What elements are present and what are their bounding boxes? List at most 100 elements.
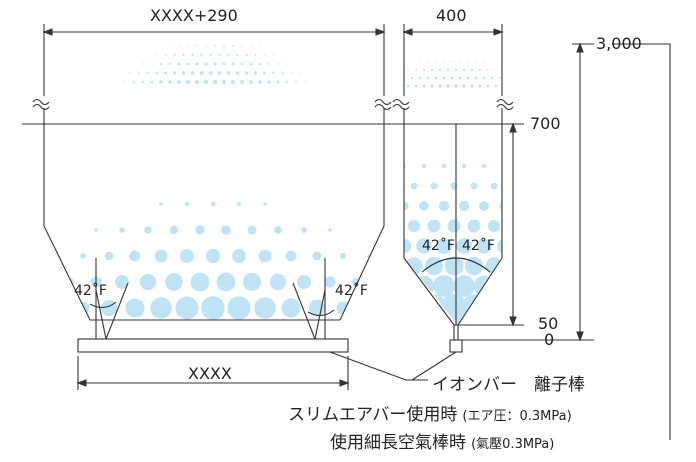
dot (44, 279, 47, 285)
dot (411, 77, 413, 79)
dot (466, 92, 470, 96)
dot (490, 76, 494, 80)
angle-lines-left (89, 258, 335, 340)
dot (144, 226, 152, 234)
dot (146, 71, 149, 75)
dot (464, 256, 484, 276)
dot (434, 92, 438, 96)
dot (29, 306, 34, 311)
dot (443, 61, 445, 63)
dot (386, 258, 402, 274)
dot (474, 76, 478, 80)
dot (384, 336, 403, 355)
dot (426, 92, 430, 96)
dot (258, 80, 262, 84)
dot (451, 61, 453, 63)
dot (483, 61, 485, 63)
dot (119, 227, 125, 233)
dot (403, 335, 425, 357)
dot (404, 276, 414, 296)
dot (421, 163, 427, 169)
dot (243, 273, 261, 291)
dot (450, 76, 454, 80)
dot (267, 80, 271, 84)
dot (434, 76, 438, 80)
dot (155, 71, 158, 75)
dot (385, 297, 404, 316)
dot (263, 202, 267, 206)
dot (217, 89, 222, 94)
dot (494, 276, 502, 296)
dot (511, 85, 513, 87)
dot (299, 72, 302, 74)
dot (277, 63, 279, 65)
dot (379, 279, 384, 285)
dot (377, 329, 387, 339)
caption-line-3: 使用細長空氣棒時 (氣壓0.3MPa) (330, 428, 554, 453)
dot (63, 327, 77, 341)
left-hopper-outline (43, 44, 385, 321)
dot (499, 77, 501, 79)
dot (324, 276, 336, 288)
dot (186, 62, 190, 66)
dot (247, 225, 257, 235)
dot (244, 89, 249, 94)
dot (150, 297, 172, 319)
dot-pattern-top-right (404, 61, 513, 96)
dot (407, 219, 421, 233)
dot (375, 317, 393, 335)
dot (218, 53, 221, 57)
dot-pattern-right (375, 163, 502, 358)
dot (406, 84, 410, 88)
dot (208, 89, 213, 94)
dot (190, 272, 210, 292)
dot (281, 90, 284, 93)
dot (115, 275, 129, 289)
dot (462, 334, 486, 358)
dot (272, 71, 275, 75)
dot (146, 89, 149, 92)
dot (263, 89, 267, 93)
leader-lines (329, 351, 457, 381)
dot (285, 250, 297, 262)
dot (169, 45, 171, 47)
dot (205, 248, 221, 264)
break-mark-right-1 (392, 98, 410, 111)
dot (479, 201, 489, 211)
dot (418, 76, 422, 80)
dot (177, 80, 181, 84)
dot (212, 79, 218, 85)
dot (304, 81, 306, 83)
dot (438, 200, 450, 212)
caption-line-2-main: スリムエアバー使用時 (288, 405, 458, 425)
dot (209, 53, 212, 57)
caption-line-1: イオンバー 離子棒 (432, 375, 585, 395)
dot (173, 54, 176, 56)
dot (185, 79, 191, 85)
dot (442, 76, 446, 80)
dot (244, 71, 249, 75)
dot (404, 315, 415, 325)
dot (231, 62, 235, 66)
dot (404, 238, 412, 254)
dot (462, 68, 466, 72)
dot (300, 90, 302, 92)
bottom-width-label: XXXX (188, 364, 232, 383)
dot (407, 69, 409, 71)
dot (204, 62, 208, 66)
dot (195, 225, 205, 235)
dim-bottom (76, 356, 350, 390)
dot (479, 69, 481, 71)
dot (164, 89, 168, 93)
dot (467, 219, 481, 233)
dot (416, 238, 432, 254)
dot (200, 53, 203, 57)
dot (52, 303, 62, 313)
dot (290, 72, 293, 74)
dot (447, 219, 461, 233)
angle-label-right-2: 42˚F (462, 238, 495, 254)
dot (503, 69, 504, 70)
height-total-label: 3,000 (596, 34, 642, 53)
dot (430, 182, 438, 190)
